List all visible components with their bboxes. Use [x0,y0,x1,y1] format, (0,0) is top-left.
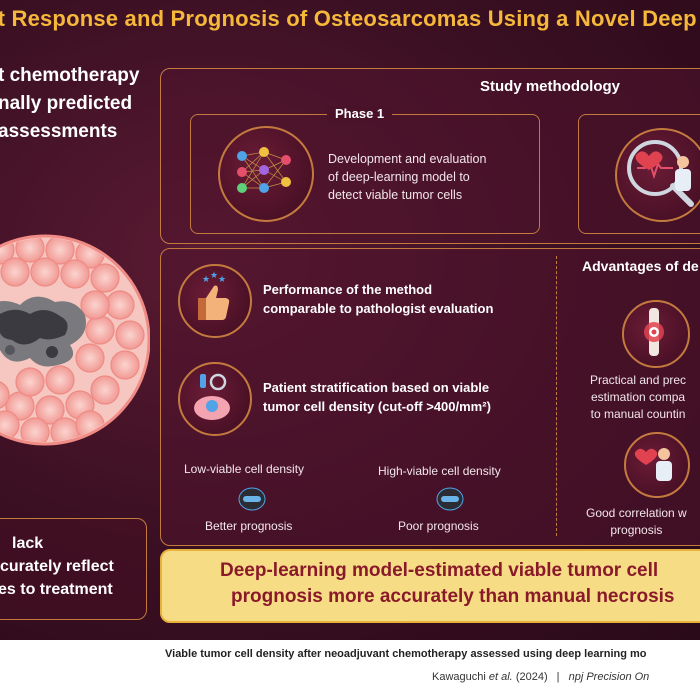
advantage-1-line-2: estimation compa [591,390,686,404]
left-box-line-1: lack [12,535,44,552]
conclusion-line-2: prognosis more accurately than manual ne… [231,586,675,607]
low-density-label: Low-viable cell density [184,462,305,476]
phase-1-text: Development and evaluation of deep-learn… [328,150,486,204]
high-density-label: High-viable cell density [378,464,501,478]
svg-text:★: ★ [218,275,226,285]
thumbs-up-stars-icon: ★ ★ ★ [198,271,230,320]
results-divider [556,256,557,536]
high-density-cell-icon [436,487,464,511]
left-box-line-2: curately reflect [0,558,114,575]
citation-separator: | [556,671,560,683]
high-density-outcome: Poor prognosis [398,519,479,533]
phase-1-line-2: of deep-learning model to [328,170,470,184]
result-1-line-1: Performance of the method [263,282,433,297]
low-density-outcome: Better prognosis [205,519,293,533]
title-text: nt Response and Prognosis of Osteosarcom… [0,6,697,31]
left-conclusion-box [0,518,147,620]
svg-text:★: ★ [210,271,218,281]
citation-year: (2024) [515,671,548,683]
tissue-slide-illustration [0,234,150,446]
advantages-title: Advantages of de [582,258,699,274]
result-2-line-2: tumor cell density (cut-off >400/mm²) [263,399,491,414]
left-heading-line-1: t chemotherapy [0,65,140,86]
svg-text:★: ★ [202,275,210,285]
left-box-line-3: es to treatment [0,581,113,598]
figure-caption: Viable tumor cell density after neoadjuv… [165,648,647,660]
poster-background: nt Response and Prognosis of Osteosarcom… [0,0,700,640]
result-1-text: Performance of the method comparable to … [263,280,493,318]
phase-1-line-1: Development and evaluation [328,152,487,166]
conclusion-banner [160,549,700,623]
neural-network-icon [237,147,291,193]
result-2-line-1: Patient stratification based on viable [263,380,490,395]
phase-1-label: Phase 1 [327,106,393,121]
advantage-2-line-1: Good correlation w [586,506,687,520]
bone-tumor-icon [644,308,664,356]
advantage-1-text: Practical and prec estimation compa to m… [590,372,686,423]
phase-2-box [578,114,700,234]
phase-1-line-3: detect viable tumor cells [328,188,463,202]
result-2-text: Patient stratification based on viable t… [263,378,491,416]
left-heading-line-2: nally predicted [0,93,133,114]
low-density-cell-icon [238,487,266,511]
citation-etal: et al. [488,671,513,683]
citation: Kawaguchi et al. (2024) | npj Precision … [432,671,649,683]
doctor-magnifier-icon [627,140,694,207]
citation-author: Kawaguchi [432,671,486,683]
advantage-1-line-1: Practical and prec [590,373,687,387]
conclusion-line-1: Deep-learning model-estimated viable tum… [220,560,659,581]
doctor-heart-icon [634,448,672,481]
microscope-cell-icon [194,373,230,420]
advantage-2-text: Good correlation w prognosis [586,505,687,539]
advantage-2-line-2: prognosis [610,523,663,537]
left-heading-line-3: assessments [0,121,118,142]
methodology-title: Study methodology [480,78,620,95]
result-1-line-2: comparable to pathologist evaluation [263,301,494,316]
advantage-1-line-3: to manual countin [590,407,686,421]
citation-journal: npj Precision On [568,671,650,683]
